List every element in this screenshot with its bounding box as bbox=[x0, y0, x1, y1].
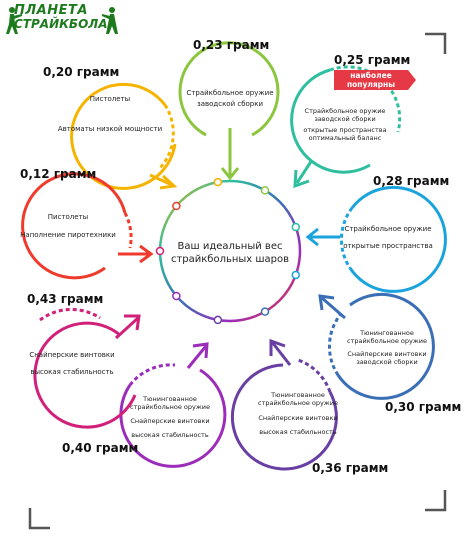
node-circle-dashed bbox=[39, 307, 101, 322]
node-circle-dashed bbox=[297, 358, 332, 393]
node-weight: 0,36 грамм bbox=[312, 461, 388, 475]
node-2: 0,25 грамм наиболее популярны Страйкболь… bbox=[290, 53, 416, 189]
arrow-icon bbox=[293, 169, 310, 189]
node-line: высокая стабильность bbox=[259, 428, 337, 436]
node-line: высокая стабильность bbox=[131, 431, 209, 439]
ring-dot bbox=[213, 177, 223, 187]
node-line: Снайперские винтовки bbox=[29, 351, 114, 359]
node-circle bbox=[336, 292, 435, 400]
node-line: Страйкбольное оружие bbox=[305, 107, 386, 115]
node-8: 0,12 грамм Пистолеты Наполнение пиротехн… bbox=[20, 167, 154, 280]
node-line: Тюнингованное bbox=[142, 395, 197, 403]
node-line: Снайперские винтовки bbox=[130, 417, 209, 425]
node-circle-dashed bbox=[327, 314, 342, 376]
node-circle bbox=[230, 363, 338, 471]
ring-dot bbox=[172, 291, 181, 301]
arrow-icon bbox=[124, 314, 141, 331]
node-line: заводской сборки bbox=[314, 115, 375, 123]
node-circle bbox=[290, 68, 371, 174]
node-circle bbox=[178, 41, 280, 137]
node-line: Снайперские винтовки bbox=[258, 414, 337, 422]
node-line: Автоматы низкой мощности bbox=[58, 125, 162, 133]
badge-ribbon-icon bbox=[408, 70, 416, 90]
node-7: 0,43 грамм Снайперские винтовки высокая … bbox=[27, 292, 141, 429]
node-weight: 0,20 грамм bbox=[43, 65, 119, 79]
arrow-icon bbox=[159, 174, 178, 190]
node-line: заводской сборки bbox=[197, 100, 263, 108]
node-line: Тюнингованное bbox=[270, 391, 325, 399]
node-line: страйкбольное оружие bbox=[258, 399, 338, 407]
ring-dot bbox=[172, 201, 181, 211]
soldier-silhouette-icon bbox=[6, 7, 118, 34]
ring-dot bbox=[155, 246, 165, 256]
node-6: 0,40 грамм Тюнингованное страйкбольное о… bbox=[62, 342, 227, 468]
node-line: высокая стабильность bbox=[30, 368, 113, 376]
node-weight: 0,25 грамм bbox=[334, 53, 410, 67]
node-circle-dashed bbox=[158, 104, 175, 170]
arrow-line bbox=[270, 341, 292, 366]
arrow-icon bbox=[318, 294, 335, 311]
center-title-line2: страйкбольных шаров bbox=[171, 254, 289, 265]
arrow-line bbox=[295, 159, 314, 184]
ring-dot bbox=[260, 186, 270, 195]
node-circle-dashed bbox=[123, 212, 133, 249]
node-circle bbox=[33, 321, 137, 429]
node-line: Пистолеты bbox=[48, 213, 88, 221]
node-circle-dashed bbox=[128, 363, 176, 386]
node-line: Страйкбольное оружие bbox=[344, 225, 431, 233]
node-circle bbox=[70, 82, 177, 190]
node-line: Страйкбольное оружие bbox=[186, 89, 273, 97]
node-weight: 0,23 грамм bbox=[193, 38, 269, 52]
node-line: Тюнингованное bbox=[359, 329, 414, 337]
node-line: оптимальный баланс bbox=[309, 134, 382, 142]
arrow-line bbox=[149, 173, 173, 187]
badge-line1: наиболее bbox=[350, 71, 392, 80]
arrow-icon bbox=[269, 338, 286, 356]
ring-dot bbox=[213, 315, 223, 325]
logo-title: ПЛАНЕТА bbox=[14, 3, 88, 18]
node-1: 0,23 грамм Страйкбольное оружие заводско… bbox=[178, 38, 280, 181]
arrow-line bbox=[186, 345, 208, 369]
logo: ПЛАНЕТА СТРАЙКБОЛА bbox=[4, 2, 120, 38]
node-weight: 0,40 грамм bbox=[62, 441, 138, 455]
node-circle bbox=[21, 172, 127, 280]
node-4: 0,30 грамм Тюнингованное страйкбольное о… bbox=[318, 292, 461, 414]
node-weight: 0,43 грамм bbox=[27, 292, 103, 306]
ring-dot bbox=[260, 307, 270, 316]
arrow-icon bbox=[192, 342, 209, 359]
node-circle bbox=[119, 368, 227, 468]
arrow-icon bbox=[220, 167, 240, 181]
node-line: страйкбольное оружие bbox=[130, 403, 210, 411]
node-line: открытые пространства bbox=[303, 126, 386, 134]
node-weight: 0,12 грамм bbox=[20, 167, 96, 181]
arrow-icon bbox=[139, 244, 154, 264]
node-0: 0,20 грамм Пистолеты Автоматы низкой мощ… bbox=[43, 65, 178, 190]
node-line: открытые пространства bbox=[343, 242, 433, 250]
node-circle bbox=[348, 185, 447, 293]
center-title-line1: Ваш идеальный вес bbox=[178, 241, 283, 252]
ring-dot bbox=[291, 270, 301, 280]
node-weight: 0,28 грамм bbox=[373, 174, 449, 188]
ring-dot bbox=[291, 222, 301, 232]
arrow-line bbox=[114, 316, 140, 340]
node-line: страйкбольное оружие bbox=[347, 337, 427, 345]
node-line: заводской сборки bbox=[356, 358, 417, 366]
node-line: Пистолеты bbox=[90, 95, 130, 103]
arrow-icon bbox=[305, 227, 319, 247]
frame-corners bbox=[28, 32, 447, 530]
badge-line2: популярны bbox=[347, 80, 395, 89]
arrow-line bbox=[321, 296, 346, 320]
node-5: 0,36 грамм Тюнингованное страйкбольное о… bbox=[230, 338, 388, 475]
ring-dots bbox=[155, 177, 301, 325]
node-line: Наполнение пиротехники bbox=[20, 231, 116, 239]
node-weight: 0,30 грамм bbox=[385, 400, 461, 414]
node-3: 0,28 грамм Страйкбольное оружие открытые… bbox=[305, 174, 449, 293]
logo-subtitle: СТРАЙКБОЛА bbox=[14, 17, 108, 31]
popular-badge bbox=[334, 70, 408, 90]
node-circle-dashed bbox=[339, 207, 354, 269]
node-line: Снайперские винтовки bbox=[347, 350, 426, 358]
